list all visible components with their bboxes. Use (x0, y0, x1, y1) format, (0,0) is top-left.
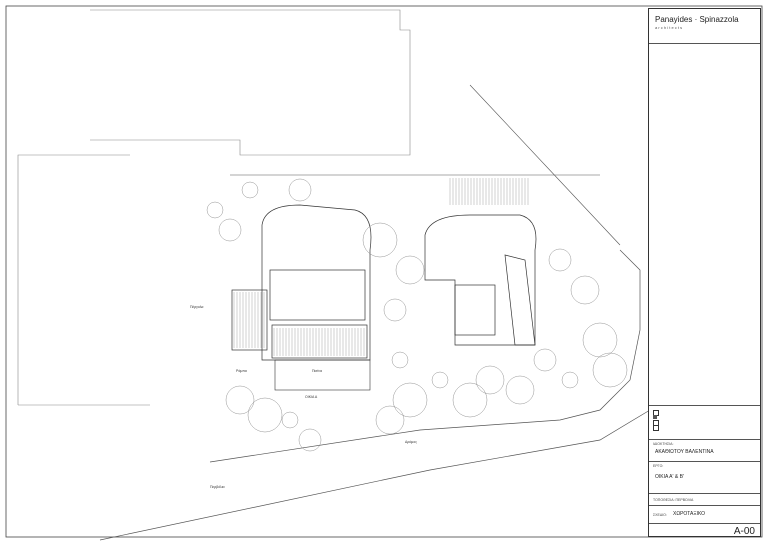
tree-symbol (392, 382, 428, 418)
tree-symbol (548, 248, 572, 272)
tree-symbol (395, 255, 425, 285)
legend (649, 405, 760, 431)
plot-boundary (17, 154, 130, 405)
label-road: Δρόμος (405, 440, 417, 444)
tree-symbol (225, 385, 255, 415)
hatch: (function(){const g=document.currentScri… (233, 178, 529, 356)
neighbour-building-outline (90, 9, 411, 156)
house-b (424, 214, 537, 346)
road-edge (99, 409, 651, 541)
project: ΟΙΚΙΑ Α' & Β' (655, 474, 684, 480)
legend-symbol (653, 425, 659, 431)
tree-symbol (592, 352, 628, 388)
tree-symbol (362, 222, 398, 258)
tree-symbol (570, 275, 600, 305)
drawing-label: ΣΧΕΔΙΟ: (653, 513, 667, 517)
house-a (231, 204, 372, 361)
trees: (function(){const g=document.currentScri… (206, 178, 628, 452)
tree-symbol (206, 201, 224, 219)
tree-symbol (383, 298, 407, 322)
sheet-number: A-00 (733, 526, 755, 537)
label-area: Περβόλια (210, 485, 225, 489)
tree-symbol (218, 218, 242, 242)
label-pool: Πισίνα (312, 369, 322, 373)
tree-symbol (505, 375, 535, 405)
legend-symbol (653, 415, 657, 419)
title-block: Panayides · Spinazzola a r c h i t e c t… (648, 8, 761, 537)
owner: ΑΚΑΘΙΩΤΟΥ ΒΑΛΕΝΤΙΝΑ (655, 449, 714, 455)
tree-symbol (431, 371, 449, 389)
label-house-a: ΟΙΚΙΑ Α (305, 395, 318, 399)
project-label: ΕΡΓΟ: (653, 464, 664, 468)
label-pergola: Πέργολα (190, 305, 203, 309)
road-edge (209, 249, 641, 463)
tree-symbol (452, 382, 488, 418)
pool (274, 359, 371, 391)
tree-symbol (288, 178, 312, 202)
tree-symbol (391, 351, 409, 369)
tree-symbol (561, 371, 579, 389)
firm-subtitle: a r c h i t e c t s (655, 25, 683, 30)
tree-symbol (247, 397, 283, 433)
tree-symbol (582, 322, 618, 358)
tree-symbol (375, 405, 405, 435)
drawing: ΧΩΡΟΤΑΞΙΚΟ (673, 511, 706, 517)
tree-symbol (241, 181, 259, 199)
location: ΤΟΠΟΘΕΣΙΑ: ΠΕΡΒΟΛΙΑ (653, 498, 694, 502)
label-ramp: Ράμπα (236, 369, 247, 373)
tree-symbol (281, 411, 299, 429)
tree-symbol (475, 365, 505, 395)
firm-name: Panayides · Spinazzola (655, 15, 739, 24)
tree-symbol (298, 428, 322, 452)
owner-label: ΙΔΙΟΚΤΗΣΙΑ: (653, 442, 674, 446)
tree-symbol (533, 348, 557, 372)
